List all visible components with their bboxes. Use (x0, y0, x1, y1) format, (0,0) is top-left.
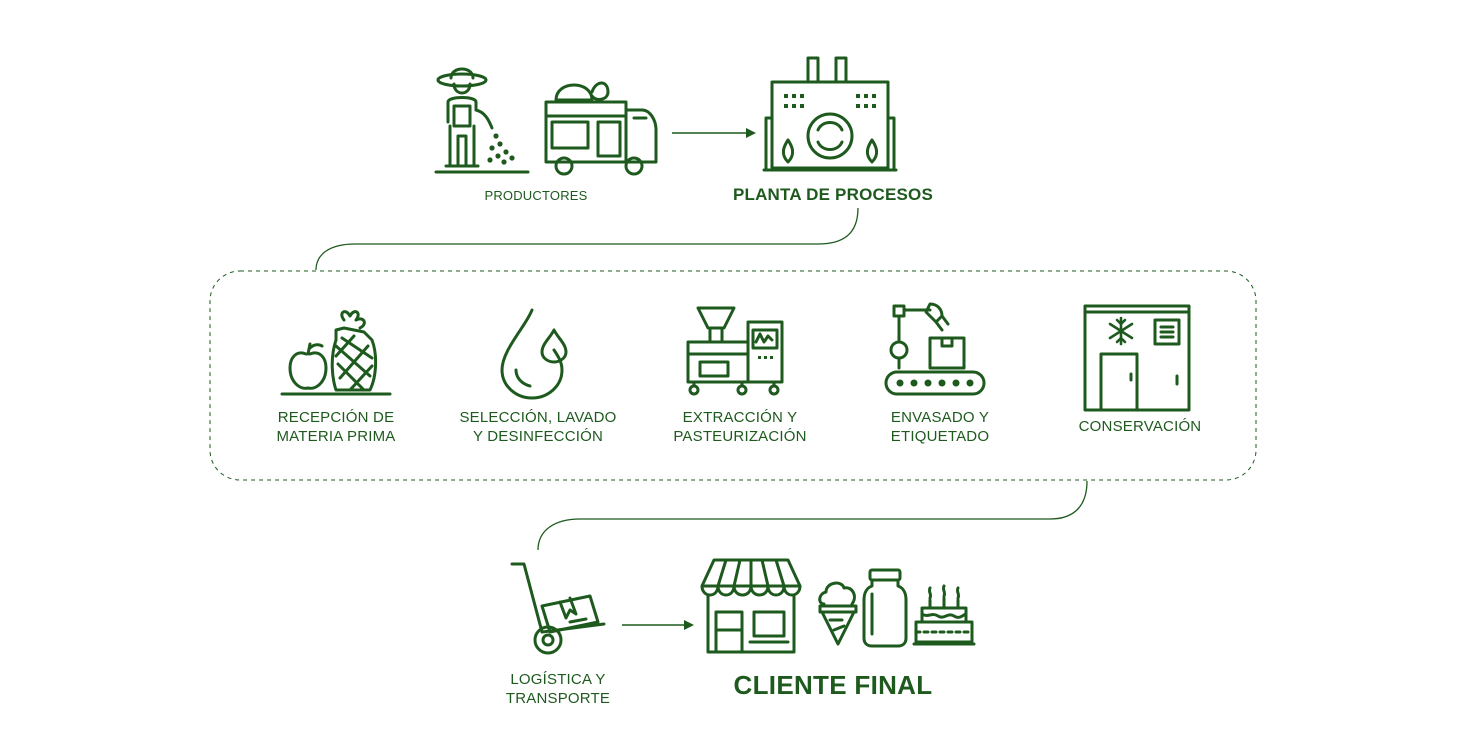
cold-room-icon (1083, 304, 1191, 412)
produce-truck-icon (544, 81, 658, 176)
step-label-selection: SELECCIÓN, LAVADO Y DESINFECCIÓN (459, 409, 617, 445)
water-drop-icon (500, 308, 568, 400)
cake-icon (912, 584, 976, 646)
ice-cream-icon (818, 581, 858, 646)
factory-icon (762, 56, 898, 172)
connector-plant-to-process (315, 207, 859, 271)
step-label-extraction: EXTRACCIÓN Y PASTEURIZACIÓN (673, 409, 807, 445)
extraction-machine-icon (686, 306, 784, 396)
plant-label: PLANTA DE PROCESOS (732, 185, 934, 204)
logistics-label: LOGÍSTICA Y TRANSPORTE (505, 671, 611, 707)
farmer-icon (434, 67, 530, 174)
connector-process-to-logistics (537, 480, 1088, 551)
jar-icon (862, 568, 908, 648)
step-label-conservation: CONSERVACIÓN (1078, 418, 1202, 435)
store-icon (700, 558, 802, 654)
process-container (209, 270, 1257, 481)
hand-truck-icon (510, 562, 606, 655)
step-label-reception: RECEPCIÓN DE MATERIA PRIMA (276, 409, 396, 445)
client-final-label: CLIENTE FINAL (733, 670, 933, 700)
producers-label: PRODUCTORES (484, 188, 588, 203)
step-label-packaging: ENVASADO Y ETIQUETADO (890, 409, 990, 445)
fruit-icon (280, 310, 392, 396)
robot-arm-conveyor-icon (884, 302, 986, 396)
arrow-head-client (684, 620, 694, 630)
arrow-head-plant (746, 128, 756, 138)
